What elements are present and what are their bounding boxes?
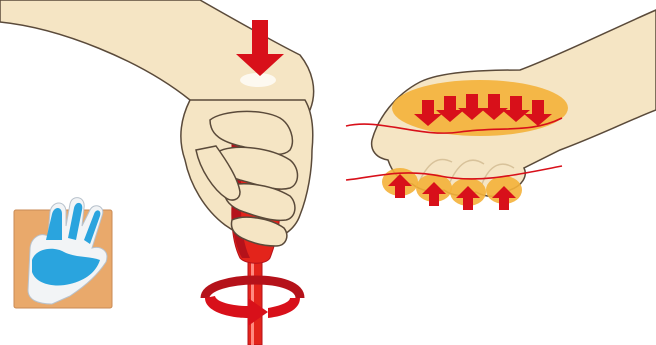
knuckle-highlight xyxy=(240,73,276,87)
glove-inset xyxy=(14,198,112,308)
palm-pressure-figure xyxy=(346,10,656,210)
